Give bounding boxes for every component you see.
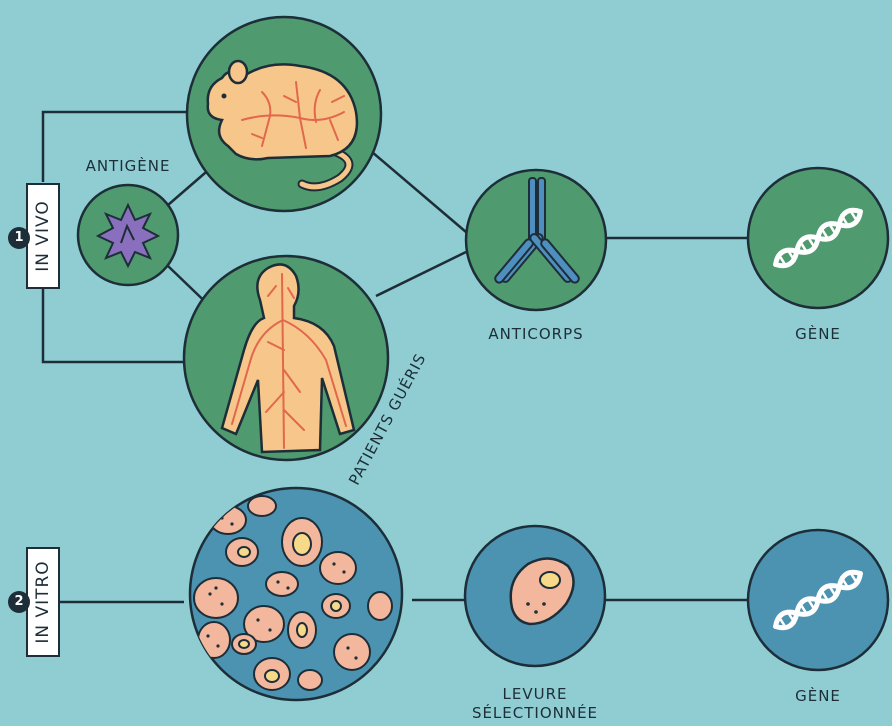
- selected-yeast-node: [465, 526, 605, 666]
- step-1-badge: 1: [8, 227, 30, 249]
- yeast-label-line2: SÉLECTIONNÉE: [460, 705, 610, 722]
- gene-node-in-vivo: [748, 168, 888, 308]
- mouse-node: [187, 17, 381, 211]
- antigen-node: [78, 185, 178, 285]
- antigen-label: ANTIGÈNE: [78, 158, 178, 175]
- gene-node-in-vitro: [748, 530, 888, 670]
- yeast-population-node: [190, 488, 402, 700]
- in-vitro-label: IN VITRO: [33, 560, 53, 643]
- in-vitro-box: IN VITRO: [26, 547, 60, 657]
- patient-node: [184, 256, 388, 460]
- gene-label-in-vivo: GÈNE: [778, 326, 858, 343]
- gene-label-in-vitro: GÈNE: [778, 688, 858, 705]
- in-vivo-label: IN VIVO: [33, 200, 53, 272]
- yeast-label-line1: LEVURE: [470, 686, 600, 703]
- step-2-badge: 2: [8, 591, 30, 613]
- antibody-label: ANTICORPS: [476, 326, 596, 343]
- connector-lines: [43, 112, 749, 602]
- in-vivo-box: IN VIVO: [26, 183, 60, 289]
- antibody-node: [466, 170, 606, 310]
- antigen-icon: [98, 205, 158, 266]
